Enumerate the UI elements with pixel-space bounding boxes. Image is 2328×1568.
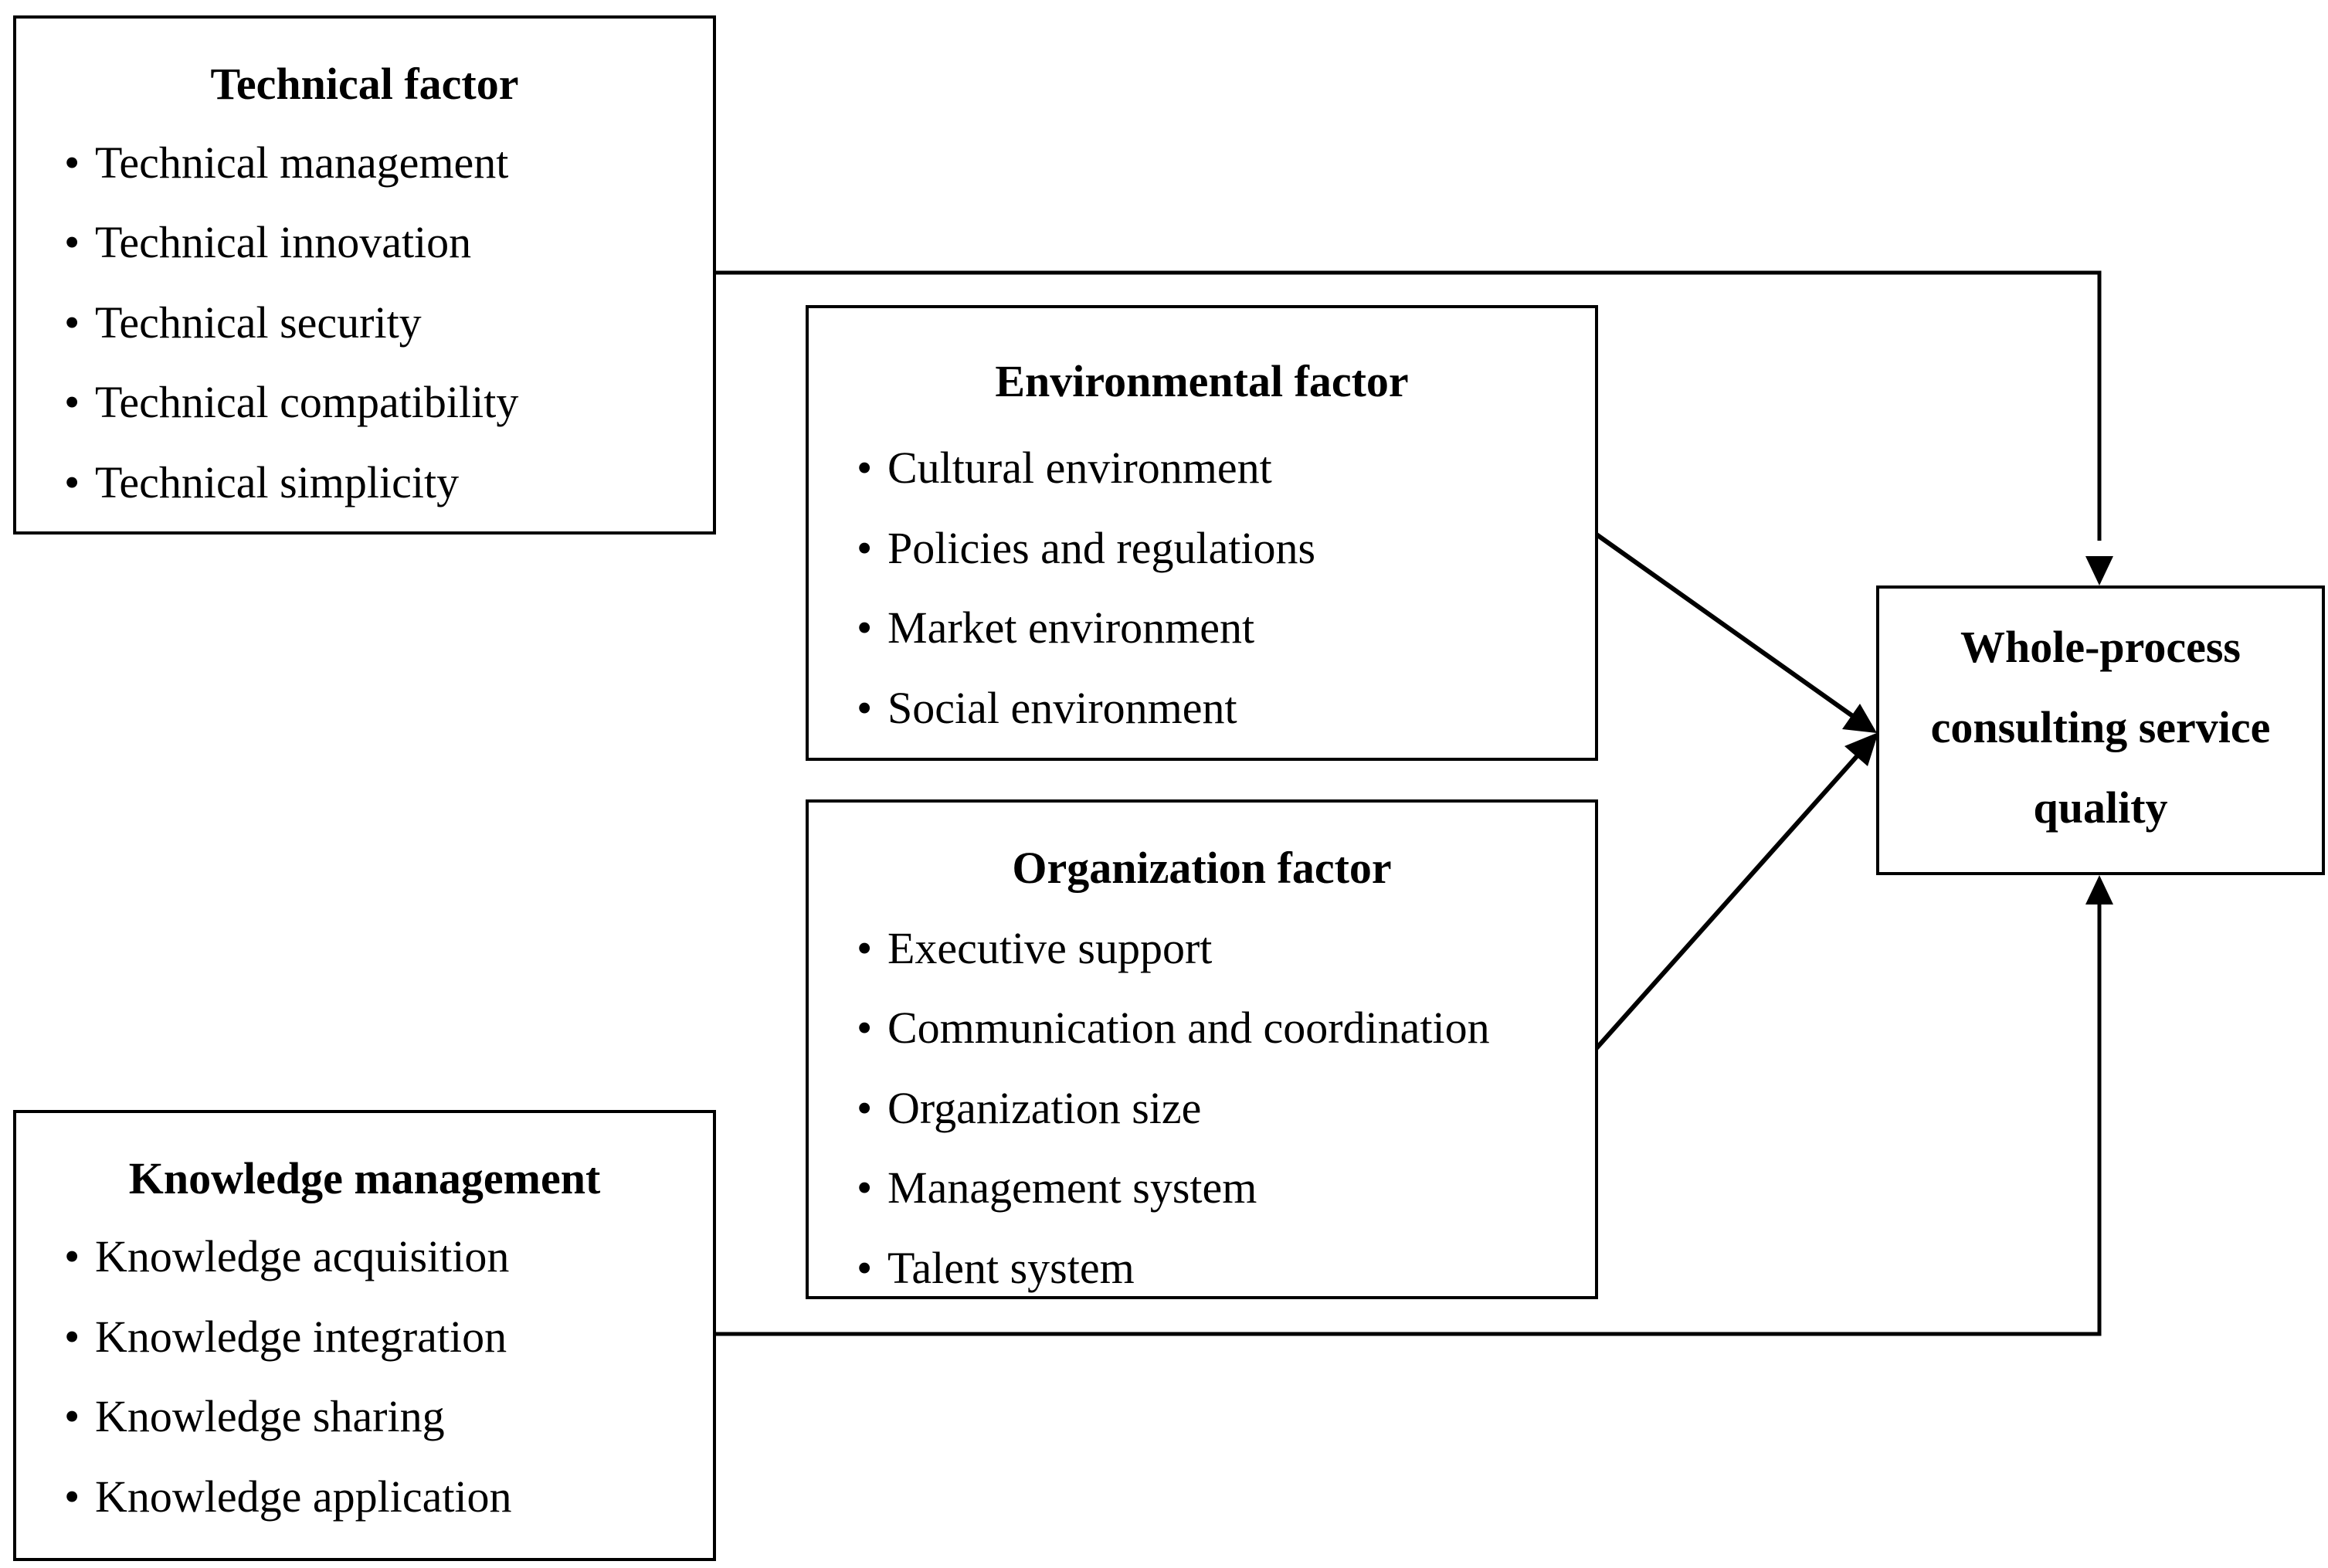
arrowhead-environmental [1842,704,1877,733]
knowledge-management-box: Knowledge management •Knowledge acquisit… [13,1110,716,1561]
organization-factor-box: Organization factor •Executive support •… [806,799,1598,1299]
bullet-icon: • [64,297,80,348]
arrow-organization-to-quality [1594,754,1860,1050]
technical-factor-title: Technical factor [210,59,519,109]
bullet-icon: • [857,1162,873,1213]
environmental-factor-box: Environmental factor •Cultural environme… [806,305,1598,761]
environmental-item: •Market environment [857,602,1255,653]
environmental-item: •Cultural environment [857,443,1272,493]
service-quality-line: quality [2033,782,2168,833]
bullet-icon: • [64,1231,80,1281]
bullet-icon: • [64,377,80,427]
bullet-icon: • [857,1243,873,1293]
bullet-icon: • [857,1083,873,1133]
technical-item: •Technical innovation [64,217,472,267]
arrow-environmental-to-quality [1595,532,1855,719]
technical-factor-box: Technical factor •Technical management •… [13,15,716,535]
knowledge-item: •Knowledge application [64,1471,512,1522]
knowledge-item: •Knowledge sharing [64,1391,445,1441]
organization-item: •Management system [857,1162,1257,1213]
bullet-icon: • [64,457,80,507]
bullet-icon: • [857,683,873,733]
environmental-item: •Policies and regulations [857,523,1316,573]
bullet-icon: • [857,923,873,973]
bullet-icon: • [857,1003,873,1053]
bullet-icon: • [64,137,80,188]
bullet-icon: • [857,443,873,493]
technical-item: •Technical security [64,297,422,348]
arrow-knowledge-to-quality [714,904,2102,1336]
service-quality-box: Whole-process consulting service quality [1876,585,2325,875]
technical-item: •Technical compatibility [64,377,519,427]
environmental-factor-title: Environmental factor [995,356,1409,406]
arrow-technical-to-quality [714,270,2102,541]
bullet-icon: • [64,1312,80,1362]
knowledge-item: •Knowledge acquisition [64,1231,510,1281]
knowledge-management-title: Knowledge management [128,1153,601,1203]
knowledge-item: •Knowledge integration [64,1312,507,1362]
bullet-icon: • [857,523,873,573]
arrowhead-organization [1844,732,1878,766]
organization-item: •Communication and coordination [857,1003,1490,1053]
arrowhead-knowledge [2085,875,2113,904]
bullet-icon: • [64,217,80,267]
organization-item: •Organization size [857,1083,1202,1133]
service-quality-line: Whole-process [1960,622,2241,672]
service-quality-line: consulting service [1930,702,2271,752]
organization-factor-title: Organization factor [1012,843,1392,893]
bullet-icon: • [64,1391,80,1441]
organization-item: •Talent system [857,1243,1135,1293]
technical-item: •Technical simplicity [64,457,460,507]
bullet-icon: • [64,1471,80,1522]
service-quality-title: Whole-process consulting service quality [1879,607,2322,848]
bullet-icon: • [857,602,873,653]
technical-item: •Technical management [64,137,509,188]
arrowhead-technical [2085,556,2113,585]
organization-item: •Executive support [857,923,1213,973]
environmental-item: •Social environment [857,683,1237,733]
